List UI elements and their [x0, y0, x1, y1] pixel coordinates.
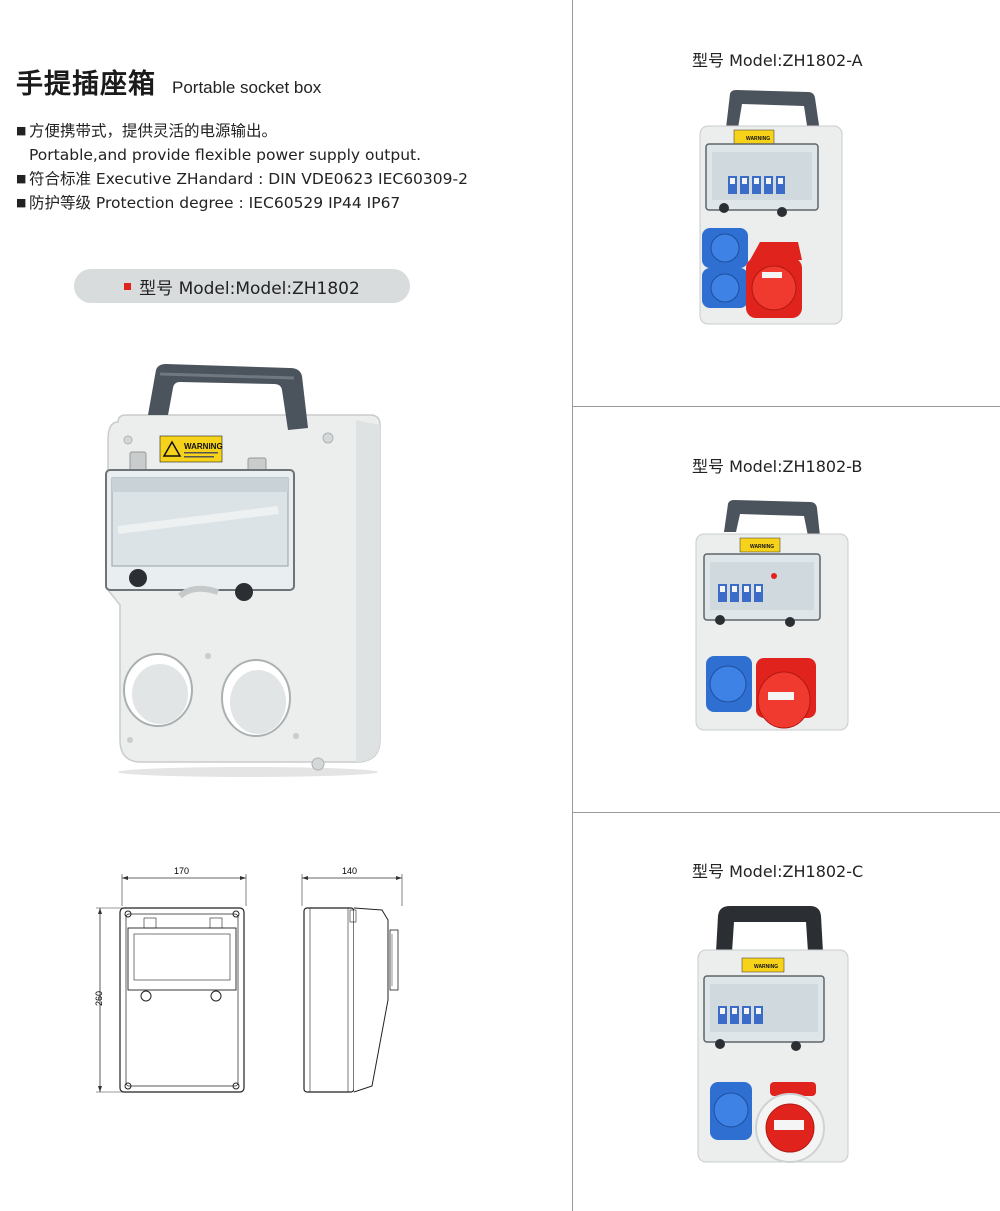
feature-text: 符合标准 Executive ZHandard : DIN VDE0623 IE…	[29, 170, 468, 188]
horizontal-divider	[572, 406, 1000, 407]
feature-text: 方便携带式，提供灵活的电源输出。	[29, 122, 278, 140]
variant-c-image: WARNING	[697, 906, 849, 1163]
svg-text:WARNING: WARNING	[754, 964, 778, 970]
page-header: 手提插座箱 Portable socket box	[16, 62, 321, 101]
feature-list: ■ 方便携带式，提供灵活的电源输出。 Portable,and provide …	[16, 119, 468, 215]
title-chinese: 手提插座箱	[16, 69, 156, 100]
red-square-icon	[124, 282, 132, 290]
height-dimension: 260	[94, 991, 104, 1006]
horizontal-divider	[572, 812, 1000, 813]
svg-text:WARNING: WARNING	[746, 136, 770, 142]
width-dimension: 170	[174, 866, 189, 876]
front-view-drawing: 170 260	[94, 866, 247, 1093]
title-english: Portable socket box	[172, 78, 322, 97]
main-product-image: WARNING	[105, 364, 381, 777]
vertical-divider	[572, 0, 573, 1211]
bullet-icon: ■	[16, 172, 27, 185]
model-badge-label: 型号 Model:Model:ZH1802	[139, 278, 360, 299]
warning-label-text: WARNING	[184, 442, 223, 451]
svg-text:WARNING: WARNING	[750, 544, 774, 550]
feature-item: ■ 方便携带式，提供灵活的电源输出。	[16, 119, 468, 143]
variant-c-label: 型号 Model:ZH1802-C	[692, 862, 864, 881]
variant-a-label: 型号 Model:ZH1802-A	[692, 51, 863, 70]
feature-item: Portable,and provide flexible power supp…	[16, 143, 468, 167]
depth-dimension: 140	[342, 866, 357, 876]
feature-item: ■ 防护等级 Protection degree : IEC60529 IP44…	[16, 191, 468, 215]
bullet-icon: ■	[16, 196, 27, 209]
side-view-drawing: 140	[301, 866, 403, 1093]
variant-b-label: 型号 Model:ZH1802-B	[692, 457, 863, 476]
feature-item: ■ 符合标准 Executive ZHandard : DIN VDE0623 …	[16, 167, 468, 191]
bullet-icon: ■	[16, 124, 27, 137]
feature-text: 防护等级 Protection degree : IEC60529 IP44 I…	[29, 194, 401, 212]
model-badge: 型号 Model:Model:ZH1802	[74, 269, 410, 303]
feature-text: Portable,and provide flexible power supp…	[29, 146, 422, 164]
variant-a-image: WARNING	[699, 90, 843, 325]
variant-b-image: WARNING	[695, 500, 849, 731]
